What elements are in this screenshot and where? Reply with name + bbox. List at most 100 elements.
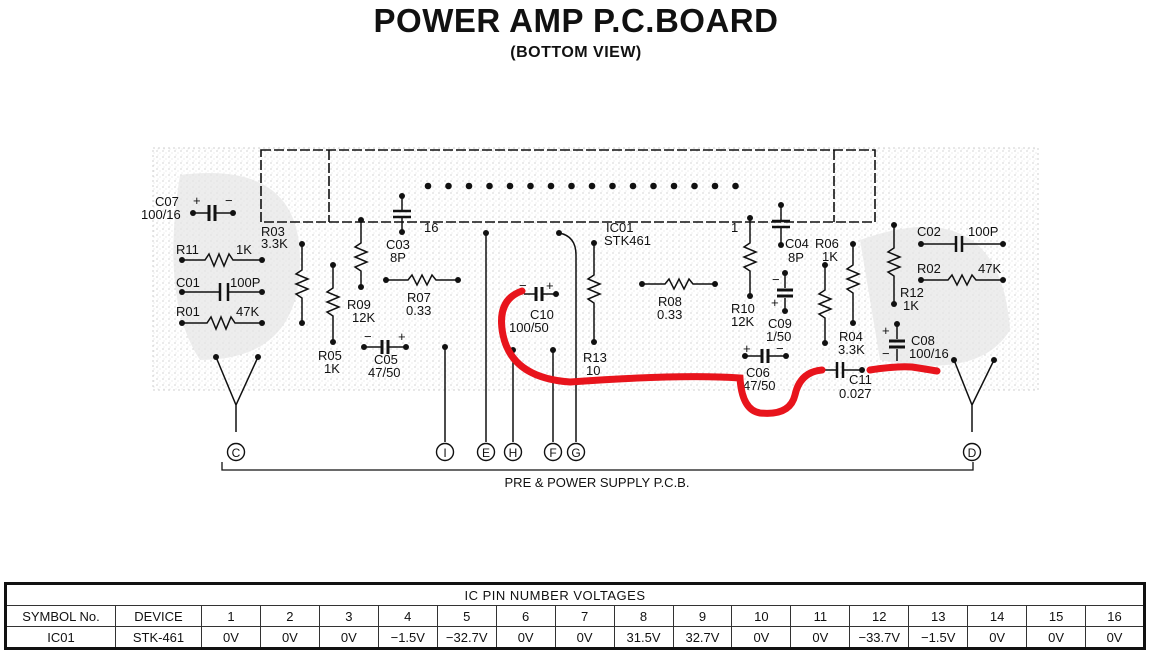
page-title: POWER AMP P.C.BOARD bbox=[373, 2, 779, 39]
ic-pin-14 bbox=[465, 182, 473, 190]
c04-ref: C04 bbox=[785, 236, 809, 251]
cell-pin-15-voltage: 0V bbox=[1026, 626, 1087, 649]
c07-minus: − bbox=[225, 193, 233, 208]
header-pin-13: 13 bbox=[908, 605, 969, 627]
r09-value: 12K bbox=[352, 310, 375, 325]
r10-ref: R10 bbox=[731, 301, 755, 316]
r06-value: 1K bbox=[822, 249, 838, 264]
header-pin-7: 7 bbox=[554, 605, 615, 627]
c08-plus: + bbox=[882, 323, 890, 338]
cell-pin-1-voltage: 0V bbox=[201, 626, 261, 649]
solder-pads bbox=[179, 193, 1006, 373]
ic-pin-13 bbox=[486, 182, 493, 190]
header-pin-16: 16 bbox=[1085, 605, 1145, 627]
red-annotation-trace bbox=[498, 287, 826, 417]
c10-ref: C10 bbox=[530, 307, 554, 322]
connector-h: H bbox=[503, 442, 523, 462]
c01-ref: C01 bbox=[176, 275, 200, 290]
resistor-r12 bbox=[886, 225, 902, 304]
lead-g bbox=[558, 232, 577, 442]
ic01-ref: IC01 bbox=[606, 220, 633, 235]
cell-pin-4-voltage: −1.5V bbox=[377, 626, 438, 649]
cell-pin-10-voltage: 0V bbox=[731, 626, 792, 649]
resistor-r08 bbox=[642, 277, 715, 291]
cell-pin-16-voltage: 0V bbox=[1085, 626, 1145, 649]
r04-ref: R04 bbox=[839, 329, 863, 344]
r08-ref: R08 bbox=[658, 294, 682, 309]
header-pin-15: 15 bbox=[1026, 605, 1087, 627]
header-pin-12: 12 bbox=[849, 605, 910, 627]
cell-pin-11-voltage: 0V bbox=[790, 626, 851, 649]
header-symbol: SYMBOL No. bbox=[5, 605, 116, 627]
cell-pin-5-voltage: −32.7V bbox=[436, 626, 497, 649]
resistor-r06 bbox=[845, 244, 861, 323]
r02-ref: R02 bbox=[917, 261, 941, 276]
cell-pin-3-voltage: 0V bbox=[318, 626, 379, 649]
header-pin-9: 9 bbox=[672, 605, 733, 627]
capacitor-c07 bbox=[193, 205, 233, 221]
r13-ref: R13 bbox=[583, 350, 607, 365]
r09-ref: R09 bbox=[347, 297, 371, 312]
ic-pin-5 bbox=[650, 182, 657, 190]
resistor-r10 bbox=[742, 218, 758, 296]
cell-pin-12-voltage: −33.7V bbox=[849, 626, 910, 649]
connector-label: F bbox=[549, 446, 556, 460]
table-caption: IC PIN NUMBER VOLTAGES bbox=[201, 583, 1145, 606]
connector-d-leads bbox=[953, 359, 995, 432]
ic01-pins bbox=[424, 182, 739, 190]
r05-value: 1K bbox=[324, 361, 340, 376]
connector-c-leads bbox=[215, 356, 259, 432]
ic-pin-4 bbox=[670, 182, 678, 190]
red-annotation-mark bbox=[866, 363, 941, 375]
ic-pin-voltage-table-container: IC PIN NUMBER VOLTAGES SYMBOL No. DEVICE… bbox=[4, 582, 1146, 650]
ic-pin-10 bbox=[547, 182, 555, 190]
ic01-part: STK461 bbox=[604, 233, 651, 248]
resistor-r04 bbox=[817, 265, 833, 343]
c04-value: 8P bbox=[788, 250, 804, 265]
connector-label: H bbox=[509, 446, 518, 460]
connector-f: F bbox=[543, 442, 563, 462]
r06-ref: R06 bbox=[815, 236, 839, 251]
r07-value: 0.33 bbox=[406, 303, 431, 318]
c05-minus: − bbox=[364, 329, 372, 344]
c10-value: 100/50 bbox=[509, 320, 549, 335]
resistor-r03 bbox=[294, 244, 310, 323]
connector-d: D bbox=[962, 442, 982, 462]
c08-ref: C08 bbox=[911, 333, 935, 348]
table-caption-spacer bbox=[5, 583, 202, 606]
connector-label: E bbox=[482, 446, 490, 460]
capacitor-c02 bbox=[921, 236, 1003, 252]
c10-plus: + bbox=[546, 278, 554, 293]
connector-c: C bbox=[226, 442, 246, 462]
r08-value: 0.33 bbox=[657, 307, 682, 322]
c09-plus: + bbox=[771, 295, 779, 310]
c06-ref: C06 bbox=[746, 365, 770, 380]
c08-value: 100/16 bbox=[909, 346, 949, 361]
ic-pin-11 bbox=[527, 182, 534, 190]
r02-value: 47K bbox=[978, 261, 1001, 276]
header-pin-3: 3 bbox=[318, 605, 379, 627]
page-subtitle: (BOTTOM VIEW) bbox=[510, 44, 642, 61]
c03-value: 8P bbox=[390, 250, 406, 265]
ic-pin-7 bbox=[609, 182, 616, 190]
header-pin-6: 6 bbox=[495, 605, 556, 627]
cell-pin-9-voltage: 32.7V bbox=[672, 626, 733, 649]
ic-pin-15 bbox=[445, 182, 452, 190]
cell-pin-13-voltage: −1.5V bbox=[908, 626, 969, 649]
r11-value: 1K bbox=[236, 242, 252, 257]
c02-ref: C02 bbox=[917, 224, 941, 239]
r05-ref: R05 bbox=[318, 348, 342, 363]
r01-ref: R01 bbox=[176, 304, 200, 319]
c09-minus: − bbox=[772, 272, 780, 287]
header-device: DEVICE bbox=[115, 605, 202, 627]
c03-ref: C03 bbox=[386, 237, 410, 252]
connector-label: D bbox=[968, 446, 977, 460]
capacitor-c01 bbox=[182, 283, 262, 301]
cell-pin-6-voltage: 0V bbox=[495, 626, 556, 649]
connector-g: G bbox=[566, 442, 586, 462]
c09-value: 1/50 bbox=[766, 329, 791, 344]
resistor-r09 bbox=[353, 220, 369, 287]
cell-pin-2-voltage: 0V bbox=[259, 626, 320, 649]
bracket-label: PRE & POWER SUPPLY P.C.B. bbox=[505, 475, 690, 490]
